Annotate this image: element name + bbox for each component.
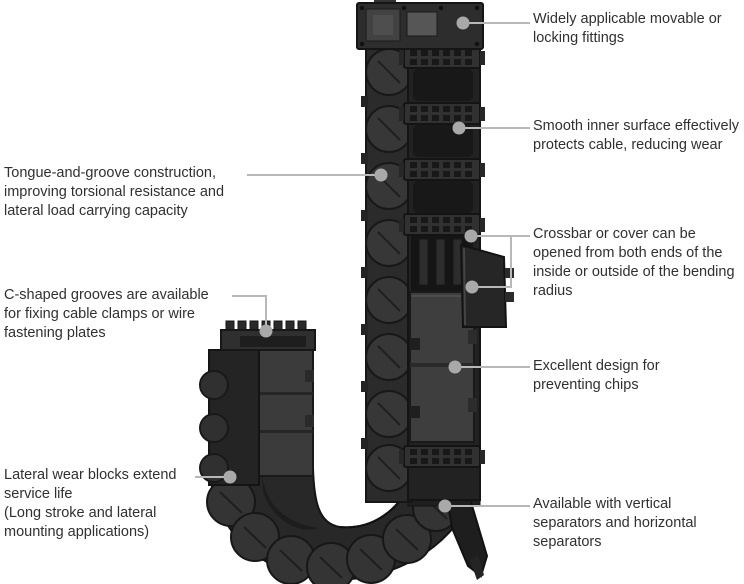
callout-lateral-wear-blocks: Lateral wear blocks extend service life …: [4, 467, 177, 540]
callout-chip-prevention: Excellent design for preventing chips: [533, 358, 660, 393]
leader-cshape: [232, 295, 267, 330]
leader-crossbar: [471, 235, 530, 288]
dot-crossbar-top: [464, 229, 478, 243]
dot-fittings: [456, 16, 470, 30]
callout-dots: [223, 16, 479, 513]
dot-tongue: [374, 168, 388, 182]
chain-comb-bracket: [220, 320, 316, 351]
chain-left-leg: [199, 320, 316, 486]
chain-top-fitting: [356, 0, 484, 50]
callout-leader-lines: [195, 22, 530, 507]
dot-separator: [438, 499, 452, 513]
dot-cshape: [259, 324, 273, 338]
dot-smooth: [452, 121, 466, 135]
callout-fittings: Widely applicable movable or locking fit…: [533, 11, 722, 46]
dot-chips: [448, 360, 462, 374]
callout-crossbar-cover: Crossbar or cover can be opened from bot…: [533, 226, 735, 299]
callout-tongue-and-groove: Tongue-and-groove construction, improvin…: [4, 165, 225, 219]
callout-separators: Available with vertical separators and h…: [533, 496, 697, 550]
callout-c-shaped-grooves: C-shaped grooves are available for fixin…: [4, 287, 209, 341]
chain-right-leg: [361, 35, 485, 503]
callout-smooth-inner-surface: Smooth inner surface effectively protect…: [533, 118, 740, 153]
dot-lateral: [223, 470, 237, 484]
dot-crossbar-bottom: [465, 280, 479, 294]
